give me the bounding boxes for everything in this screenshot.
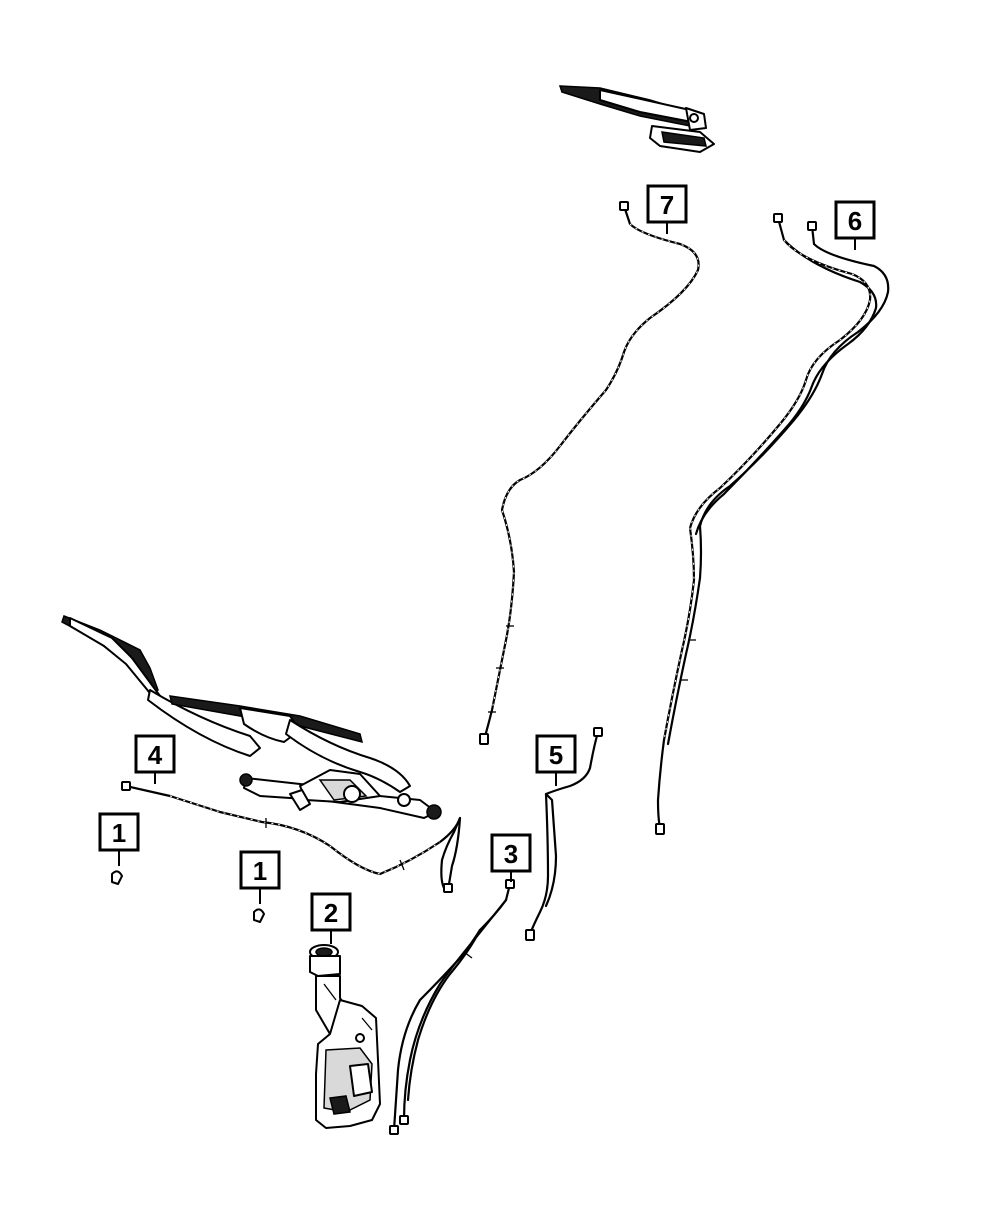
washer-nozzle-right [253,908,265,923]
callout-2: 2 [310,892,352,944]
callout-5: 5 [535,734,577,786]
callout-6-label: 6 [848,206,862,236]
callout-2-label: 2 [324,898,338,928]
callout-1-right: 1 [239,850,281,904]
callout-4-label: 4 [148,740,163,770]
washer-nozzle-left [111,870,123,885]
callout-1-left: 1 [98,812,140,866]
callout-4: 4 [134,734,176,784]
callout-3-label: 3 [504,839,518,869]
callout-1-right-label: 1 [253,856,267,886]
callout-3: 3 [490,833,532,882]
rear-wiper-assembly [558,85,715,153]
callout-1-left-label: 1 [112,818,126,848]
rear-washer-hose-front-section [525,727,603,941]
front-washer-hose [121,781,462,893]
windshield-washer-hose-harness [655,213,890,835]
rear-washer-hose [479,201,700,745]
callout-6: 6 [834,200,876,250]
washer-reservoir [309,944,381,1129]
callout-7: 7 [646,184,688,234]
callout-5-label: 5 [549,740,563,770]
callout-7-label: 7 [660,190,674,220]
washer-pump-hose [389,879,515,1135]
front-wiper-assembly [61,615,442,820]
